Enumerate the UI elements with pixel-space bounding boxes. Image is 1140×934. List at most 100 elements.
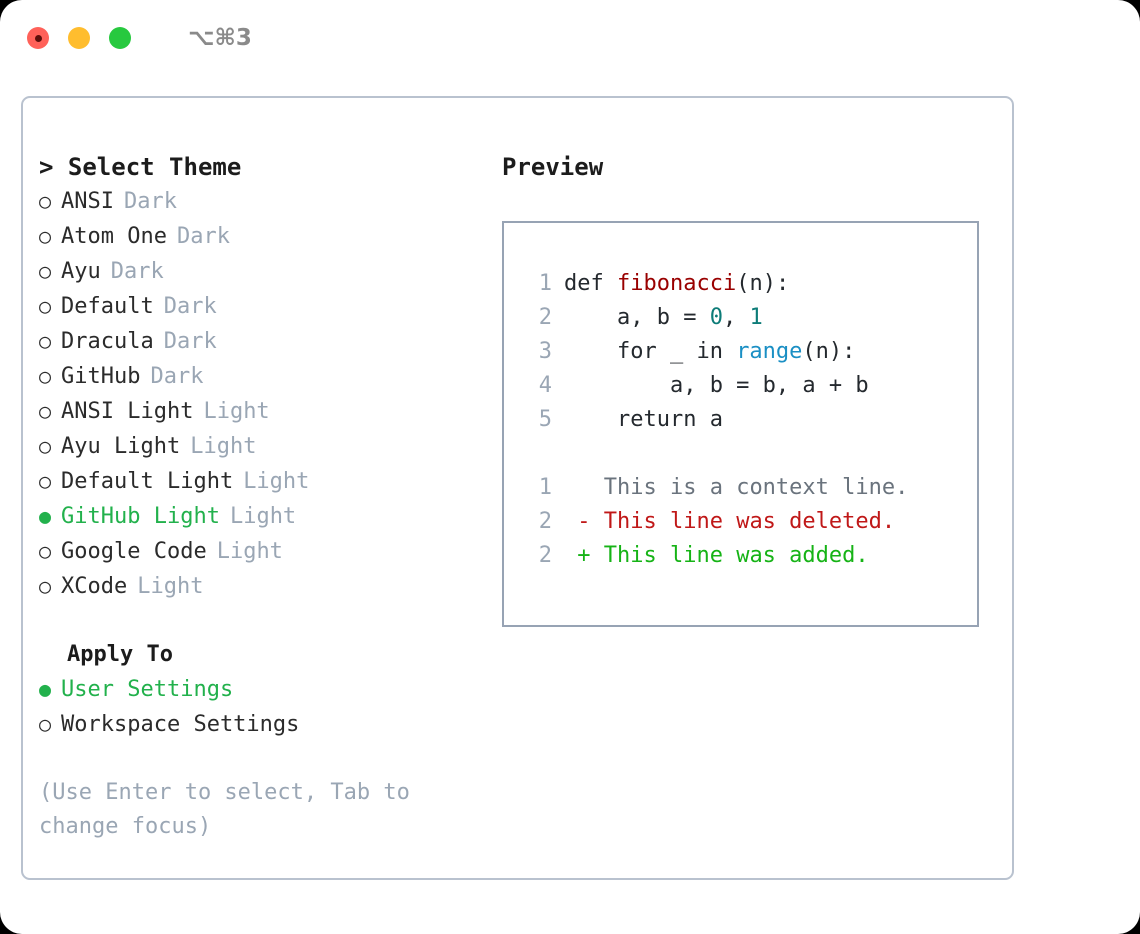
theme-option-kind: Light [203,399,270,424]
diff-text: This line was added. [590,543,869,568]
theme-option-kind: Light [216,539,283,564]
code-token-plain: (n): [802,339,856,364]
apply-to-option-user-settings[interactable]: ● User Settings [39,672,479,707]
theme-option-github-light[interactable]: ● GitHub Light Light [39,499,479,534]
theme-option-label: Ayu Light [61,434,181,459]
theme-option-label: Default Light [61,469,234,494]
code-token-plain: def [564,271,617,296]
code-token-plain: a, b = b, a + b [564,373,869,398]
apply-to-heading: Apply To [67,642,173,667]
title-bar: ⌥⌘3 [0,0,1140,76]
line-number: 4 [538,373,552,398]
line-number: 2 [538,543,552,568]
keyboard-hint: (Use Enter to select, Tab to change focu… [39,780,424,839]
line-number: 2 [538,509,552,534]
code-token-num: 0 [709,305,723,330]
theme-option-label: Dracula [61,329,154,354]
code-token-plain: (n): [736,271,790,296]
radio-unselected-icon: ○ [39,364,52,388]
apply-to-option-label: User Settings [61,677,234,702]
theme-option-label: Google Code [61,539,207,564]
theme-option-ansi-light[interactable]: ○ ANSI Light Light [39,394,479,429]
theme-option-kind: Light [137,574,204,599]
theme-option-kind: Light [190,434,257,459]
code-token-fn: fibonacci [616,271,737,296]
theme-option-default[interactable]: ○ Default Dark [39,289,479,324]
radio-unselected-icon: ○ [39,574,52,598]
preview-heading: Preview [502,153,604,181]
theme-option-kind: Dark [163,294,217,319]
theme-option-label: ANSI Light [61,399,194,424]
line-number: 3 [538,339,552,364]
keyboard-shortcut-label: ⌥⌘3 [188,24,252,51]
radio-unselected-icon: ○ [39,399,52,423]
diff-marker [564,471,591,505]
radio-unselected-icon: ○ [39,469,52,493]
radio-unselected-icon: ○ [39,712,52,736]
radio-unselected-icon: ○ [39,259,52,283]
radio-selected-icon: ● [39,504,52,528]
theme-option-kind: Dark [110,259,164,284]
diff-text: This is a context line. [590,475,909,500]
theme-option-label: ANSI [61,189,114,214]
theme-option-default-light[interactable]: ○ Default Light Light [39,464,479,499]
apply-to-option-label: Workspace Settings [61,712,300,737]
radio-selected-icon: ● [39,677,52,701]
spacer [39,604,479,638]
theme-option-kind: Light [229,504,297,529]
code-token-plain: return a [564,407,723,432]
apply-to-option-workspace-settings[interactable]: ○ Workspace Settings [39,707,479,742]
line-number: 1 [538,475,552,500]
theme-option-label: XCode [61,574,128,599]
radio-unselected-icon: ○ [39,539,52,563]
theme-option-label: Default [61,294,154,319]
code-text: for _ in range(n): [564,335,855,369]
close-button[interactable] [27,27,49,49]
code-line: 5 return a [522,403,977,437]
code-line: 2 a, b = 0, 1 [522,301,977,335]
code-text: return a [564,403,723,437]
diff-sample: 1 This is a context line. 2 - This line w… [522,471,977,573]
diff-line: 2 - This line was deleted. [522,505,977,539]
code-line: 3 for _ in range(n): [522,335,977,369]
spacer [522,437,977,471]
theme-option-kind: Light [243,469,310,494]
theme-option-ayu[interactable]: ○ Ayu Dark [39,254,479,289]
diff-line: 2 + This line was added. [522,539,977,573]
diff-text: This line was deleted. [590,509,896,534]
code-token-plain: a, b = [564,305,710,330]
theme-option-kind: Dark [123,189,177,214]
radio-unselected-icon: ○ [39,294,52,318]
maximize-button[interactable] [109,27,131,49]
theme-option-ayu-light[interactable]: ○ Ayu Light Light [39,429,479,464]
theme-option-ansi[interactable]: ○ ANSI Dark [39,184,479,219]
line-number: 1 [538,271,552,296]
theme-option-kind: Dark [176,224,230,249]
radio-unselected-icon: ○ [39,329,52,353]
radio-unselected-icon: ○ [39,189,52,213]
radio-unselected-icon: ○ [39,224,52,248]
theme-option-label: GitHub [61,364,141,389]
code-text: def fibonacci(n): [564,267,789,301]
minimize-button[interactable] [68,27,90,49]
theme-option-label: GitHub Light [61,504,220,529]
theme-option-google-code[interactable]: ○ Google Code Light [39,534,479,569]
apply-to-list: ● User Settings ○ Workspace Settings [39,672,479,742]
diff-marker: + [564,543,591,568]
theme-option-label: Ayu [61,259,101,284]
code-line: 4 a, b = b, a + b [522,369,977,403]
line-number: 2 [538,305,552,330]
radio-unselected-icon: ○ [39,434,52,458]
code-token-plain: for _ in [564,339,737,364]
theme-option-xcode[interactable]: ○ XCode Light [39,569,479,604]
code-line: 1 def fibonacci(n): [522,267,977,301]
